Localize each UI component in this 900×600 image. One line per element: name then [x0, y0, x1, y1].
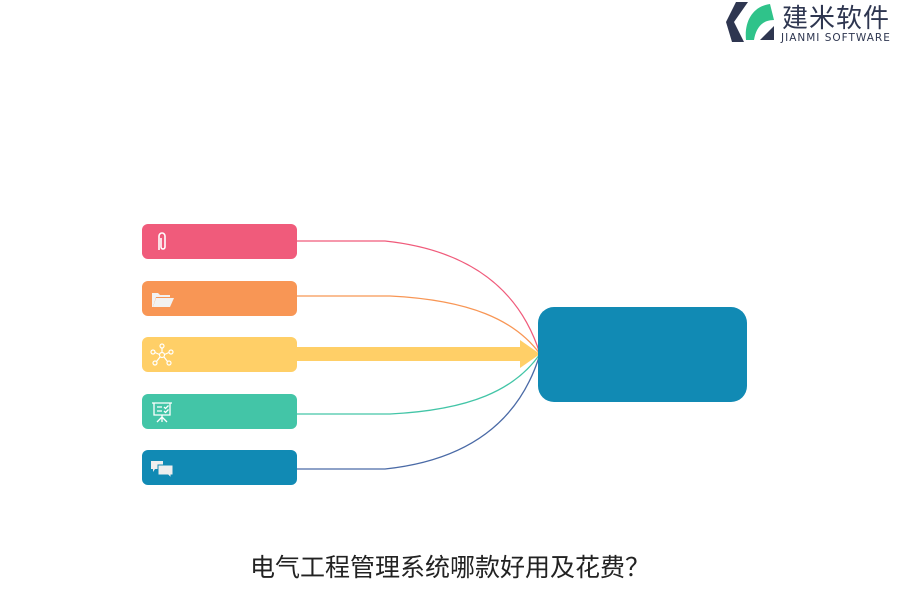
- connector-3-arrow-shaft: [297, 347, 522, 361]
- folder-icon: [152, 293, 174, 307]
- connector-2: [297, 295, 541, 355]
- item-box-1: [142, 224, 297, 259]
- connector-5: [297, 353, 541, 470]
- page-title: 电气工程管理系统哪款好用及花费？: [249, 553, 650, 582]
- logo-text: 建米软件: [782, 4, 891, 34]
- logo: 建米软件 JIANMI SOFTWARE: [724, 0, 900, 46]
- connector-3-arrowhead: [520, 340, 540, 368]
- presentation-icon: [152, 402, 172, 423]
- item-box-3: [142, 337, 297, 372]
- chat-icon: [151, 461, 174, 480]
- central-box: [538, 307, 747, 402]
- logo-mark-icon: [726, 2, 774, 42]
- paperclip-icon: [158, 232, 166, 250]
- item-box-4: [142, 394, 297, 429]
- item-box-2: [142, 281, 297, 316]
- connector-1: [297, 240, 541, 355]
- item-box-5: [142, 450, 297, 485]
- connector-4: [297, 353, 541, 415]
- logo-subtext: JIANMI SOFTWARE: [781, 32, 891, 44]
- network-icon: [150, 343, 174, 366]
